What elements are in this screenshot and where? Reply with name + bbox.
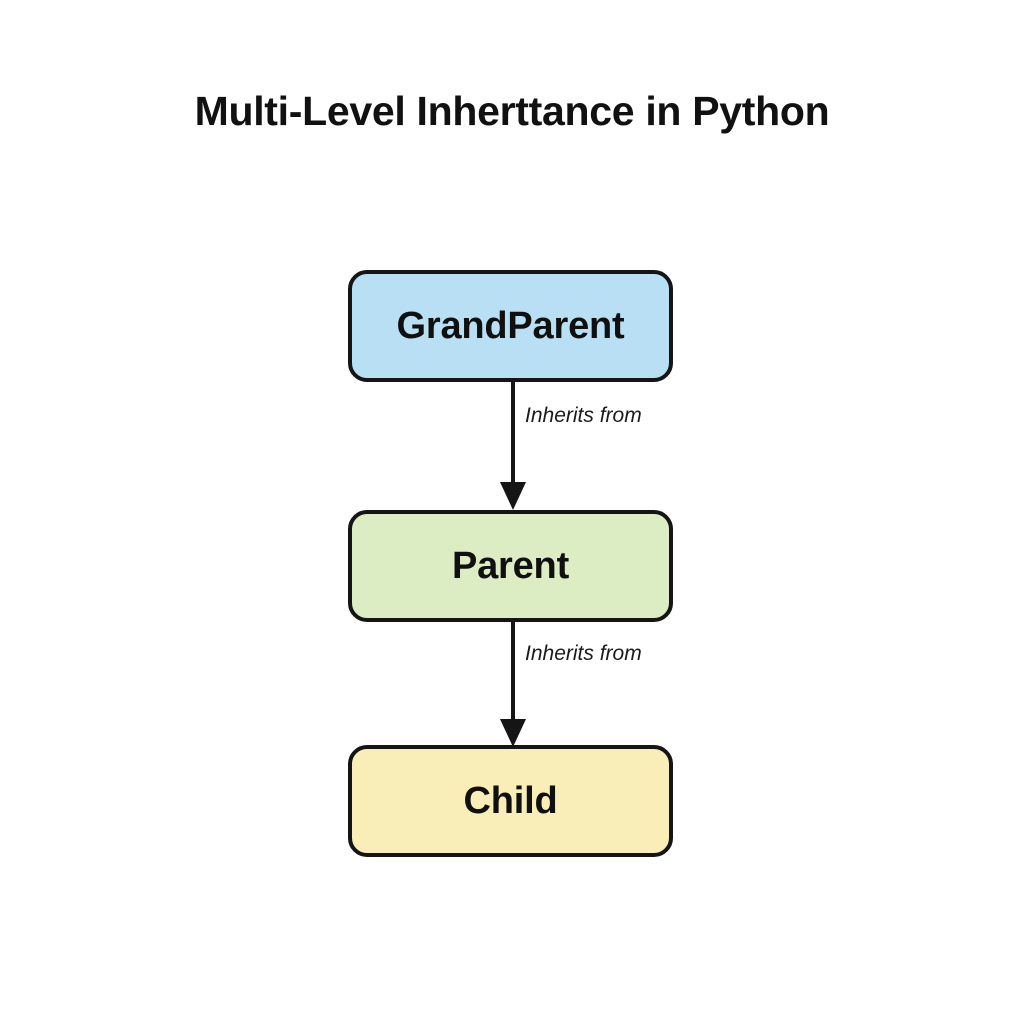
page-title: Multi-Level Inherttance in Python bbox=[194, 88, 830, 134]
class-node-grandparent-label: GrandParent bbox=[396, 304, 625, 347]
class-node-grandparent[interactable]: GrandParent bbox=[348, 270, 673, 382]
arrowhead-icon bbox=[500, 482, 526, 510]
class-node-parent[interactable]: Parent bbox=[348, 510, 673, 622]
class-node-child-label: Child bbox=[463, 779, 558, 822]
edge-label-grandparent-to-parent: Inherits from bbox=[525, 404, 642, 427]
arrow-shaft bbox=[511, 380, 515, 482]
class-node-child[interactable]: Child bbox=[348, 745, 673, 857]
class-node-parent-label: Parent bbox=[451, 544, 570, 587]
inheritance-arrow-grandparent-to-parent bbox=[500, 380, 526, 510]
inheritance-arrow-parent-to-child bbox=[500, 620, 526, 747]
arrowhead-icon bbox=[500, 719, 526, 747]
edge-label-parent-to-child: Inherits from bbox=[525, 642, 642, 665]
arrow-shaft bbox=[511, 620, 515, 719]
